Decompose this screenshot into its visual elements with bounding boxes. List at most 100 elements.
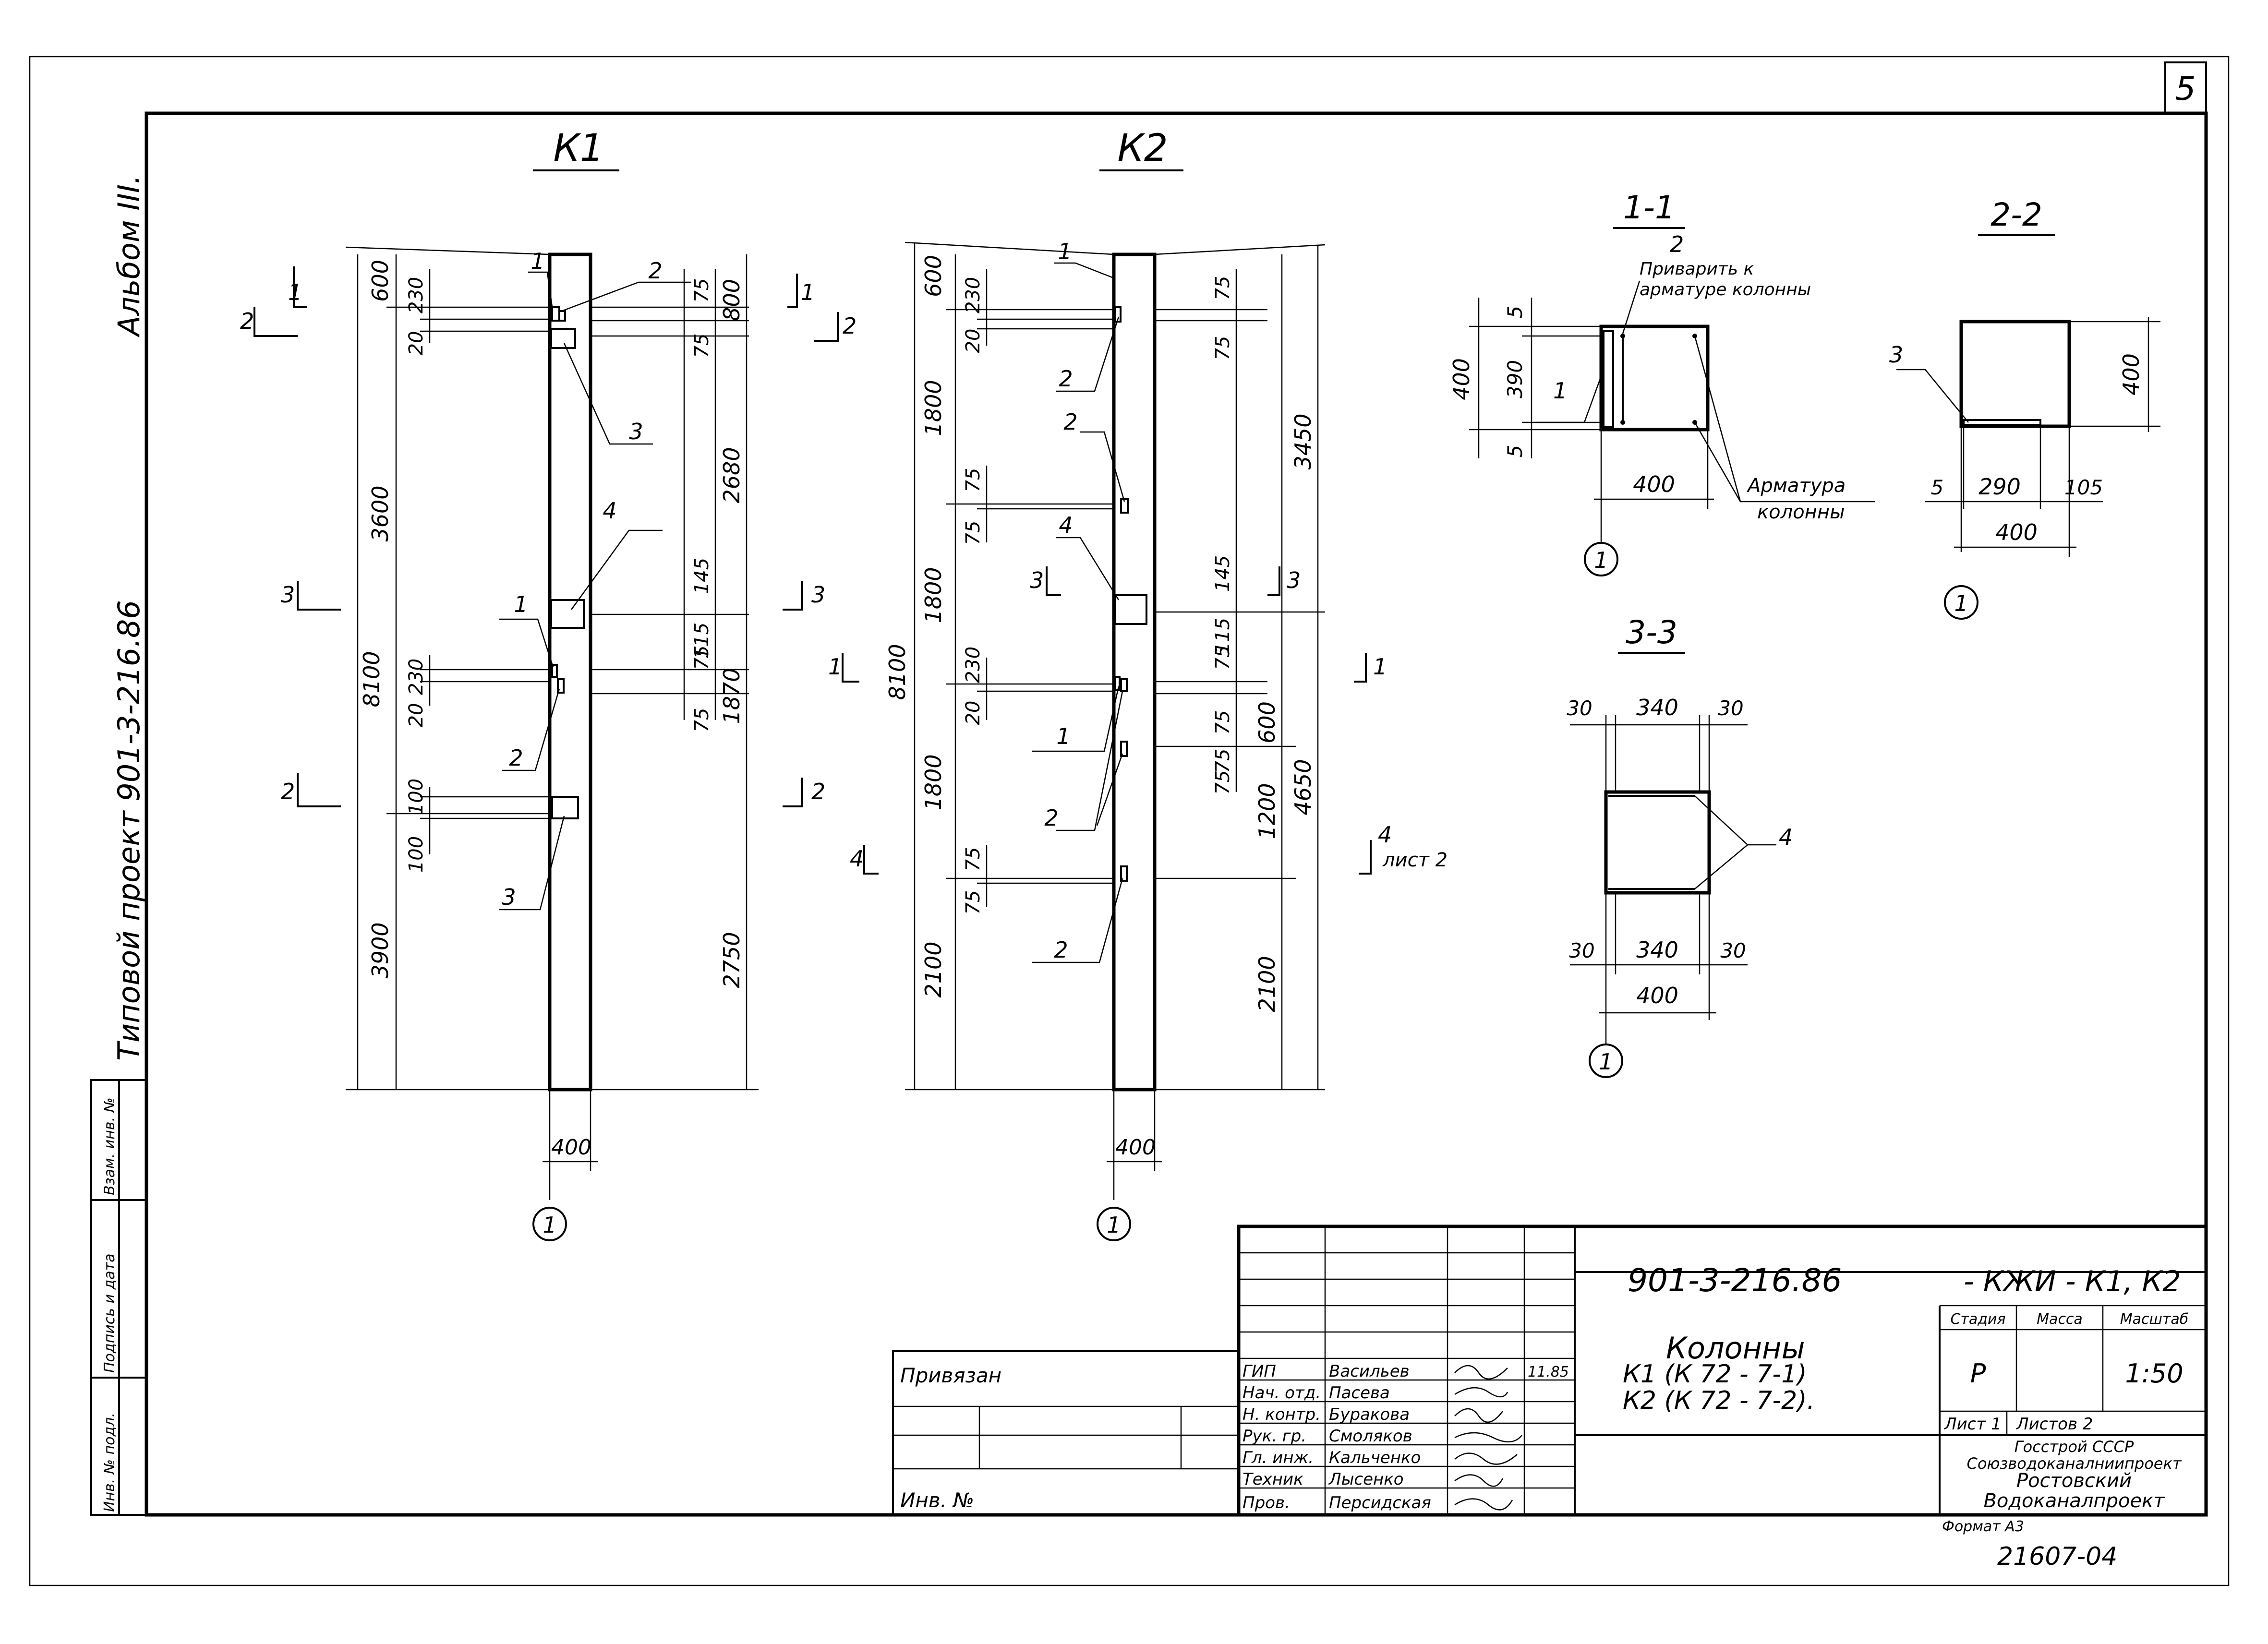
sec22-dim-5: 5 bbox=[1931, 476, 1944, 499]
k2-dim-2100r: 2100 bbox=[1254, 956, 1280, 1012]
k2-item-d bbox=[1120, 678, 1128, 692]
doc-mark: - КЖИ - К1, К2 bbox=[1964, 1265, 2181, 1298]
k2-sec-3R: 3 bbox=[1287, 567, 1301, 593]
k1-sec-2L-low: 2 bbox=[281, 779, 295, 804]
name-6: Персидская bbox=[1329, 1493, 1431, 1512]
k1-sec-2R: 2 bbox=[843, 313, 857, 339]
k2-plate-4 bbox=[1114, 594, 1147, 625]
k2-rdim-75a: 75 bbox=[1212, 276, 1234, 300]
k2-dim-4650: 4650 bbox=[1290, 759, 1316, 815]
k2-sec-4L: 4 bbox=[850, 846, 864, 872]
org-line-2: Союзводоканалниипроект bbox=[1967, 1454, 2182, 1473]
project-label: Типовой проект 901-3-216.86 bbox=[111, 600, 146, 1061]
k2-item-c bbox=[1114, 676, 1121, 691]
sec33-top-30a: 30 bbox=[1567, 696, 1592, 720]
inv-no-label: Инв. № bbox=[900, 1488, 974, 1512]
org-line-3: Ростовский bbox=[2016, 1470, 2132, 1492]
k1-sec-2R-low: 2 bbox=[811, 779, 825, 804]
sec22-axis-label: 1 bbox=[1954, 590, 1968, 616]
k1-sec-3L: 3 bbox=[281, 582, 295, 608]
k2-dim-230b: 230 bbox=[962, 647, 984, 683]
org-line-1: Госстрой СССР bbox=[2015, 1438, 2134, 1456]
sec33-axis-label: 1 bbox=[1599, 1049, 1613, 1075]
k2-leader-2d: 2 bbox=[1054, 937, 1068, 963]
k1-dim-20a: 20 bbox=[405, 331, 427, 356]
k1-dim-75b: 75 bbox=[691, 334, 713, 358]
k1-dim-3900: 3900 bbox=[367, 922, 393, 978]
sec22-title: 2-2 bbox=[1991, 196, 2042, 233]
format-label: Формат А3 bbox=[1942, 1518, 2024, 1535]
k1-item-1a bbox=[551, 306, 560, 322]
role-4: Гл. инж. bbox=[1243, 1448, 1314, 1467]
sec22-outline bbox=[1959, 320, 2071, 428]
k1-dim-600: 600 bbox=[367, 260, 393, 302]
k2-dim-75c: 75 bbox=[962, 847, 984, 872]
k1-plate-3a bbox=[550, 328, 576, 349]
k1-item-2b bbox=[557, 678, 565, 694]
k2-leader-1b: 1 bbox=[1056, 723, 1070, 749]
k2-rdim-75e: 75 bbox=[1212, 749, 1234, 773]
k2-section-marks: 3 3 1 1 4 4 лист 2 bbox=[828, 566, 1448, 875]
k2-item-f bbox=[1120, 865, 1128, 882]
sec11-leader-1: 1 bbox=[1553, 378, 1567, 404]
k2-dim-1800b: 1800 bbox=[920, 567, 946, 623]
k2-overall-dim: 8100 bbox=[884, 644, 910, 700]
section-1-1: 1-1 2 Приварить к арматуре колонны 5 390… bbox=[1448, 189, 1875, 576]
k2-sec-1R: 1 bbox=[1373, 654, 1387, 680]
k1-sec-1L: 1 bbox=[288, 279, 302, 305]
k1-sec-1R: 1 bbox=[801, 279, 815, 305]
k2-title: К2 bbox=[1117, 127, 1168, 170]
k1-axis-label: 1 bbox=[543, 1212, 556, 1238]
role-5: Техник bbox=[1243, 1470, 1303, 1489]
k2-rdim-145: 145 bbox=[1212, 555, 1234, 592]
sec11-outline bbox=[1599, 324, 1710, 432]
k2-leader-1a: 1 bbox=[1058, 239, 1072, 264]
k2-leader-2b: 2 bbox=[1063, 409, 1077, 435]
sec11-note-num: 2 bbox=[1670, 231, 1684, 257]
privyazan-label: Привязан bbox=[900, 1364, 1001, 1387]
name-0: Васильев bbox=[1329, 1362, 1410, 1381]
k2-dim-3450: 3450 bbox=[1290, 413, 1316, 469]
k2-leader-2a: 2 bbox=[1059, 366, 1073, 392]
side-cell-inv: Инв. № подл. bbox=[101, 1413, 118, 1512]
role-2: Н. контр. bbox=[1243, 1405, 1321, 1424]
sec11-dim-5a: 5 bbox=[1503, 306, 1527, 319]
k2-dim-2100: 2100 bbox=[920, 941, 946, 997]
k1-dim-1870: 1870 bbox=[719, 668, 745, 724]
k2-rdim-75f: 75 bbox=[1212, 770, 1234, 795]
scale-value: 1:50 bbox=[2125, 1358, 2183, 1389]
k2-rdim-75b: 75 bbox=[1212, 336, 1234, 360]
k2-leader-4: 4 bbox=[1059, 512, 1073, 538]
k2-sec-1L: 1 bbox=[828, 654, 842, 680]
sec11-dim-400h: 400 bbox=[1633, 471, 1675, 497]
k1-leader-2a: 2 bbox=[648, 258, 662, 284]
k1-section-marks: 1 2 3 2 1 2 3 2 bbox=[240, 266, 857, 807]
sec33-top-340: 340 bbox=[1636, 695, 1678, 720]
column-k2: К2 bbox=[828, 127, 1448, 1241]
title-line-3: К2 (К 72 - 7-2). bbox=[1623, 1386, 1815, 1415]
section-3-3: 3-3 4 30 340 30 30 340 30 400 1 bbox=[1567, 614, 1793, 1078]
sec33-title: 3-3 bbox=[1626, 614, 1677, 651]
k1-dim-115: 115 bbox=[691, 623, 713, 659]
sec11-dim-5b: 5 bbox=[1503, 445, 1527, 458]
k1-leader-4: 4 bbox=[603, 498, 616, 524]
k1-dim-230b: 230 bbox=[405, 659, 427, 695]
k2-column-body bbox=[1112, 252, 1157, 1092]
title-line-1: Колонны bbox=[1666, 1331, 1805, 1366]
k2-item-b bbox=[1120, 498, 1129, 514]
sec22-dim-400h: 400 bbox=[1995, 519, 2038, 545]
sec11-axis-label: 1 bbox=[1594, 547, 1608, 573]
k1-column-body bbox=[548, 252, 592, 1092]
k2-sec-4-note: лист 2 bbox=[1382, 849, 1448, 871]
k2-dim-20b: 20 bbox=[962, 701, 984, 725]
k1-dim-2680: 2680 bbox=[719, 447, 745, 503]
k2-rdim-75c: 75 bbox=[1212, 646, 1234, 670]
k2-rdim-75d: 75 bbox=[1212, 710, 1234, 735]
section-2-2: 2-2 3 400 5 290 105 400 1 bbox=[1889, 196, 2160, 620]
k1-dim-800: 800 bbox=[719, 279, 745, 321]
k1-leader-1b: 1 bbox=[514, 591, 528, 617]
sec11-rebar-1: Арматура bbox=[1746, 475, 1846, 497]
k2-sec-4R: 4 bbox=[1378, 822, 1392, 848]
name-3: Смоляков bbox=[1329, 1427, 1412, 1446]
k2-item-e bbox=[1120, 741, 1128, 757]
